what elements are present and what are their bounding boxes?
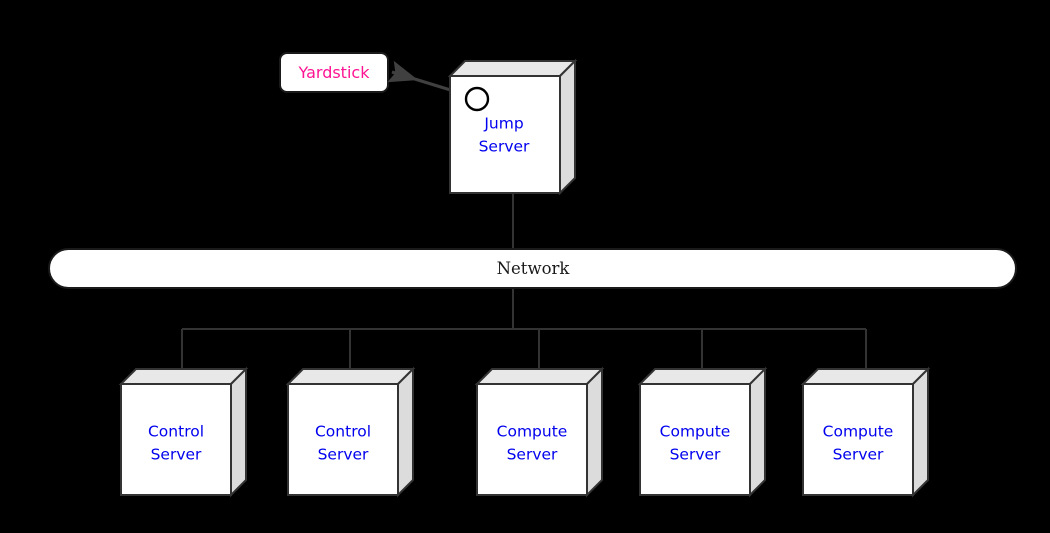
node-server-1[interactable]: Control Server <box>118 366 249 498</box>
server-5-front-face[interactable] <box>802 383 914 496</box>
jump-server-label-line2: Server <box>479 138 530 156</box>
network-label: Network <box>497 259 571 278</box>
node-jump-server[interactable]: Jump Server <box>447 58 578 196</box>
jump-server-side-face <box>559 58 576 196</box>
node-server-2[interactable]: Control Server <box>285 366 416 498</box>
node-server-4[interactable]: Compute Server <box>637 366 768 498</box>
network-bar[interactable] <box>48 248 1017 289</box>
server-row: Control Server Control Server Compute Se… <box>118 366 931 498</box>
server-3-label-line1: Compute <box>497 423 568 441</box>
server-2-side-face <box>397 366 414 498</box>
node-server-5[interactable]: Compute Server <box>800 366 931 498</box>
jump-server-label-line1: Jump <box>483 115 523 133</box>
node-server-3[interactable]: Compute Server <box>474 366 605 498</box>
server-4-side-face <box>749 366 766 498</box>
interface-circle-icon[interactable] <box>464 86 490 112</box>
server-5-top-face <box>800 368 931 385</box>
server-3-front-face[interactable] <box>476 383 588 496</box>
jump-server-top-face <box>447 60 578 77</box>
server-1-top-face <box>118 368 249 385</box>
connector-lines <box>181 193 867 370</box>
server-2-label-line1: Control <box>315 423 371 441</box>
server-4-label-line2: Server <box>670 446 721 464</box>
server-3-side-face <box>586 366 603 498</box>
server-5-label-line1: Compute <box>823 423 894 441</box>
server-4-front-face[interactable] <box>639 383 751 496</box>
node-network[interactable]: Network <box>48 248 1017 289</box>
server-1-label-line2: Server <box>151 446 202 464</box>
server-2-top-face <box>285 368 416 385</box>
server-1-label-line1: Control <box>148 423 204 441</box>
yardstick-label: Yardstick <box>298 63 371 82</box>
server-3-label-line2: Server <box>507 446 558 464</box>
server-5-label-line2: Server <box>833 446 884 464</box>
server-4-label-line1: Compute <box>660 423 731 441</box>
server-2-label-line2: Server <box>318 446 369 464</box>
server-1-front-face[interactable] <box>120 383 232 496</box>
server-5-side-face <box>912 366 929 498</box>
server-4-top-face <box>637 368 768 385</box>
server-3-top-face <box>474 368 605 385</box>
server-2-front-face[interactable] <box>287 383 399 496</box>
node-yardstick[interactable]: Yardstick <box>279 52 389 93</box>
server-1-side-face <box>230 366 247 498</box>
